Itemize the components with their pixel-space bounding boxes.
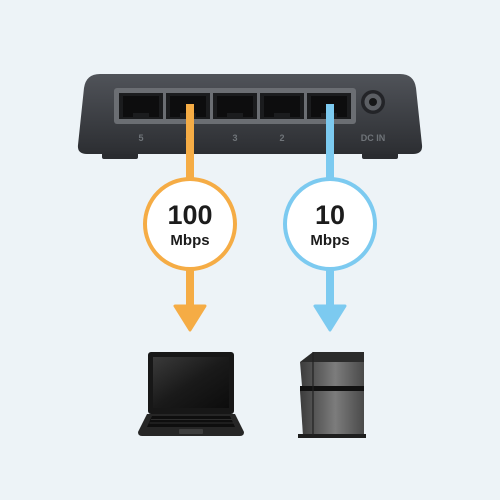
connection-100mbps: 100 Mbps: [143, 104, 237, 332]
ethernet-switch-icon: 5 4 3 2 1 DC IN: [77, 74, 423, 159]
port-label-2: 2: [279, 133, 284, 143]
arrow-down-icon: [173, 304, 207, 332]
console-front-upper: [300, 362, 364, 386]
laptop-icon: [138, 352, 244, 436]
port-label-5: 5: [138, 133, 143, 143]
rj45-port-icon: [260, 93, 304, 119]
speed-badge-10mbps: [283, 177, 377, 271]
speed-unit-100: Mbps: [170, 232, 209, 249]
speed-unit-10: Mbps: [310, 232, 349, 249]
game-console-icon: [298, 352, 366, 438]
dc-jack-icon: [361, 90, 385, 114]
port-label-3: 3: [232, 133, 237, 143]
laptop-keys: [149, 419, 234, 424]
arrow-down-icon: [313, 304, 347, 332]
rj45-port-icon: [213, 93, 257, 119]
speed-badge-100mbps: [143, 177, 237, 271]
laptop-keyboard: [147, 416, 235, 427]
laptop-screen: [153, 357, 229, 408]
dc-in-label: DC IN: [361, 133, 386, 143]
rj45-port-icon: [119, 93, 163, 119]
console-front-lower: [300, 391, 364, 436]
console-top: [300, 352, 364, 362]
speed-value-100: 100: [167, 200, 212, 230]
console-slot: [300, 386, 364, 391]
console-stand: [298, 434, 366, 438]
connection-10mbps: 10 Mbps: [283, 104, 377, 332]
speed-value-10: 10: [315, 200, 345, 230]
laptop-touchpad: [179, 429, 203, 434]
